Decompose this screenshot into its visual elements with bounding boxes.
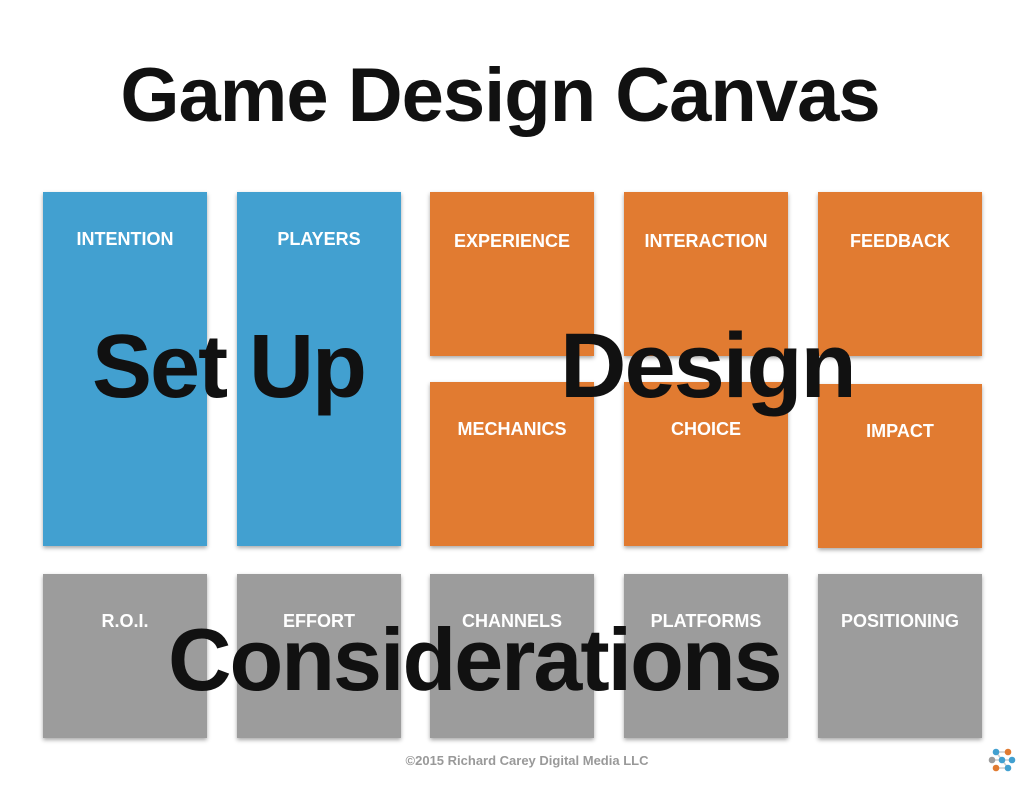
card-mechanics: MECHANICS	[430, 382, 594, 546]
card-choice-label: CHOICE	[670, 419, 741, 439]
card-interaction: INTERACTION	[624, 192, 788, 356]
card-roi: R.O.I.	[43, 574, 207, 738]
card-experience-label: EXPERIENCE	[453, 231, 571, 251]
page-title: Game Design Canvas	[120, 53, 880, 138]
card-channels-label: CHANNELS	[461, 611, 562, 631]
card-players: PLAYERS	[237, 192, 401, 546]
card-intention: INTENTION	[43, 192, 207, 546]
card-impact-label: IMPACT	[866, 421, 934, 441]
card-interaction-label: INTERACTION	[644, 231, 768, 251]
overlay-considerations: Considerations	[168, 610, 783, 709]
card-positioning-label: POSITIONING	[840, 611, 959, 631]
card-mechanics-label: MECHANICS	[457, 419, 567, 439]
card-platforms-label: PLATFORMS	[650, 611, 762, 631]
card-effort: EFFORT	[237, 574, 401, 738]
card-intention-label: INTENTION	[76, 229, 174, 249]
overlay-setup: Set Up	[92, 317, 367, 417]
card-positioning: POSITIONING	[818, 574, 982, 738]
card-feedback-label: FEEDBACK	[849, 231, 950, 251]
card-effort-label: EFFORT	[283, 611, 355, 631]
copyright-footer: ©2015 Richard Carey Digital Media LLC	[405, 753, 649, 768]
network-dots-logo-icon	[988, 748, 1016, 772]
card-choice: CHOICE	[624, 382, 788, 546]
card-feedback: FEEDBACK	[818, 192, 982, 356]
card-channels: CHANNELS	[430, 574, 594, 738]
card-experience: EXPERIENCE	[430, 192, 594, 356]
card-platforms: PLATFORMS	[624, 574, 788, 738]
card-players-label: PLAYERS	[277, 229, 361, 249]
overlay-design: Design	[560, 315, 857, 417]
card-impact: IMPACT	[818, 384, 982, 548]
card-roi-label: R.O.I.	[101, 611, 149, 631]
